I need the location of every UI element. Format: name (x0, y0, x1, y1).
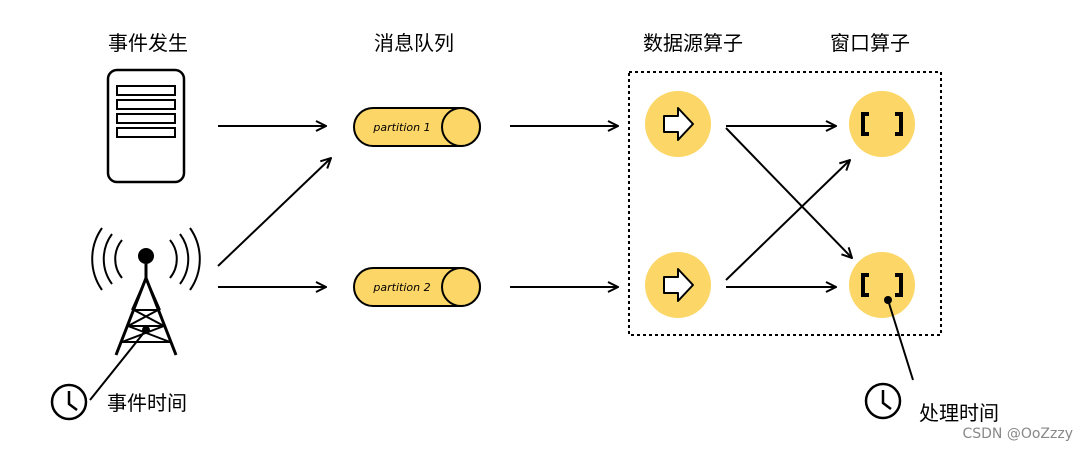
partition-2-label: partition 2 (372, 281, 430, 294)
arrow-right-icon (663, 107, 694, 141)
window-operator-1 (849, 91, 915, 157)
title-source-operator: 数据源算子 (643, 31, 743, 55)
event-time-label: 事件时间 (107, 391, 187, 415)
arrow-right-icon (663, 268, 694, 302)
processing-time-label: 处理时间 (919, 401, 999, 425)
title-event-generation: 事件发生 (108, 31, 188, 55)
antenna-tower-icon (91, 227, 201, 356)
event-time-clock-icon (50, 383, 88, 421)
partition-2: partition 2 (353, 267, 481, 307)
operator-group-box (628, 71, 942, 336)
watermark: CSDN @OoZzzy (962, 426, 1073, 442)
processing-time-pointer (887, 299, 914, 381)
source-operator-2 (645, 252, 711, 318)
event-time-pointer (89, 329, 147, 401)
title-window-operator: 窗口算子 (830, 31, 910, 55)
arrow-source-1-to-window-2 (725, 127, 852, 258)
event-time-pointer-dot (142, 326, 150, 334)
source-operator-1 (645, 91, 711, 157)
arrow-source-2-to-window-1 (725, 160, 850, 281)
title-message-queue: 消息队列 (374, 31, 454, 55)
processing-time-clock-icon (864, 382, 902, 420)
bracket-icon (861, 112, 903, 136)
server-icon (106, 68, 186, 184)
partition-1-label: partition 1 (372, 121, 430, 134)
window-operator-2 (849, 252, 915, 318)
partition-1: partition 1 (353, 107, 481, 147)
arrow-tower-to-partition-1 (217, 158, 331, 267)
bracket-icon (861, 273, 903, 297)
processing-time-pointer-dot (884, 296, 892, 304)
